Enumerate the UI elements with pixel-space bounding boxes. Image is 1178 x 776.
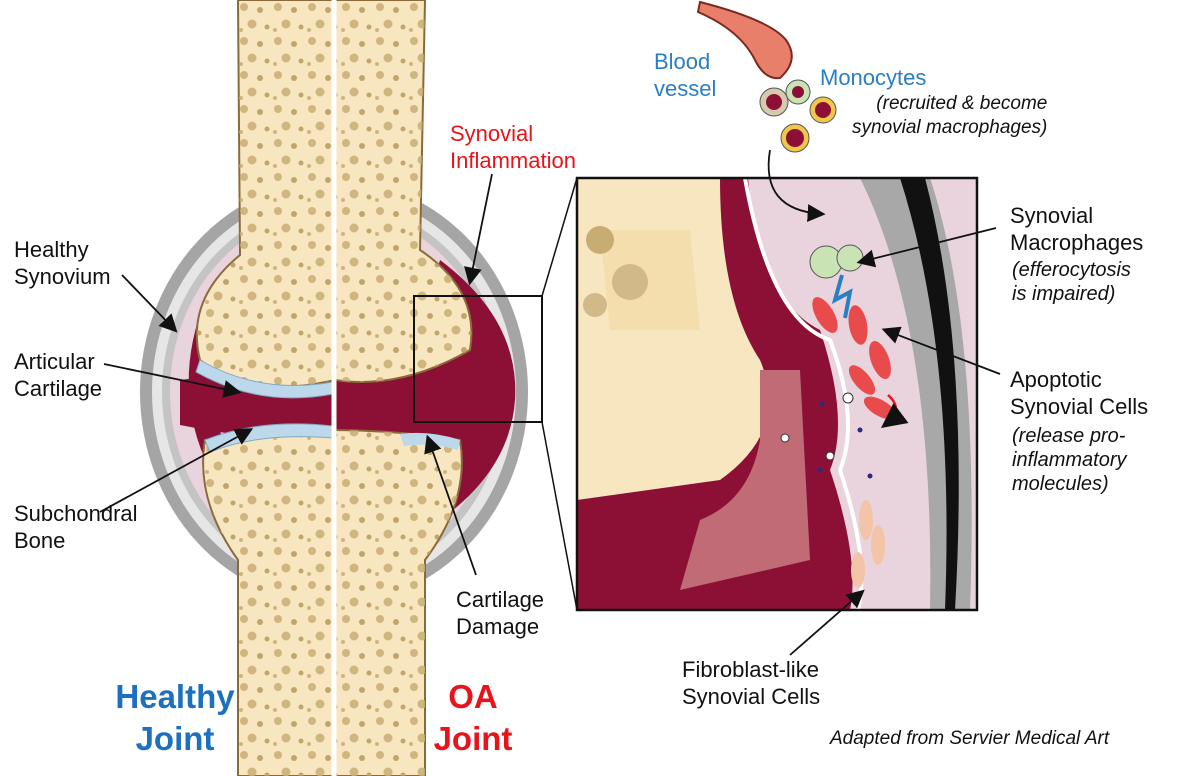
title-oa-joint: OA Joint	[398, 676, 548, 760]
label-blood-vessel: Blood vessel	[654, 48, 716, 102]
label-apoptotic-note: (release pro- inflammatory molecules)	[1012, 424, 1126, 496]
label-apoptotic-cells: Apoptotic Synovial Cells	[1010, 366, 1148, 420]
label-fibroblast-cells: Fibroblast-like Synovial Cells	[682, 656, 820, 710]
title-healthy-joint: Healthy Joint	[90, 676, 260, 760]
label-articular-cartilage: Articular Cartilage	[14, 348, 102, 402]
label-synovial-inflammation: Synovial Inflammation	[450, 120, 576, 174]
zoomed-panel	[577, 178, 977, 610]
label-macrophages-note: (efferocytosis is impaired)	[1012, 258, 1131, 306]
credit-caption: Adapted from Servier Medical Art	[830, 728, 1109, 750]
label-monocytes-note: (recruited & become synovial macrophages…	[852, 92, 1047, 140]
label-healthy-synovium: Healthy Synovium	[14, 236, 111, 290]
label-subchondral-bone: Subchondral Bone	[14, 500, 138, 554]
label-synovial-macrophages: Synovial Macrophages	[1010, 202, 1143, 256]
label-cartilage-damage: Cartilage Damage	[456, 586, 544, 640]
label-monocytes: Monocytes	[820, 64, 926, 91]
